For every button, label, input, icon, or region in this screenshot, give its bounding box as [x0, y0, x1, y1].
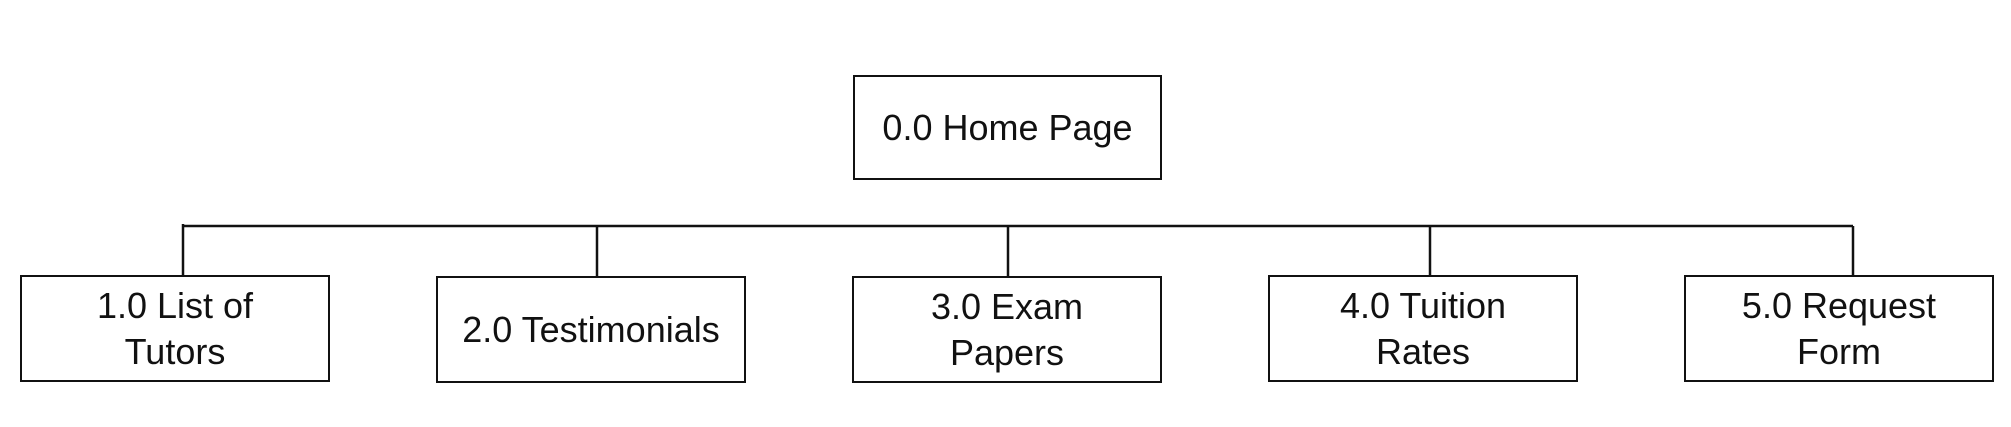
node-tuition-rates: 4.0 Tuition Rates — [1268, 275, 1578, 382]
node-testimonials: 2.0 Testimonials — [436, 276, 746, 383]
node-home-page-label: 0.0 Home Page — [882, 106, 1133, 148]
node-exam-papers: 3.0 Exam Papers — [852, 276, 1162, 383]
node-list-of-tutors-label: 1.0 List of Tutors — [96, 284, 254, 372]
node-request-form-label: 5.0 Request Form — [1741, 284, 1937, 372]
node-list-of-tutors: 1.0 List of Tutors — [20, 275, 330, 382]
node-testimonials-label: 2.0 Testimonials — [462, 308, 720, 350]
node-exam-papers-label: 3.0 Exam Papers — [930, 285, 1084, 373]
node-tuition-rates-label: 4.0 Tuition Rates — [1339, 284, 1507, 372]
node-request-form: 5.0 Request Form — [1684, 275, 1994, 382]
node-home-page: 0.0 Home Page — [853, 75, 1162, 180]
